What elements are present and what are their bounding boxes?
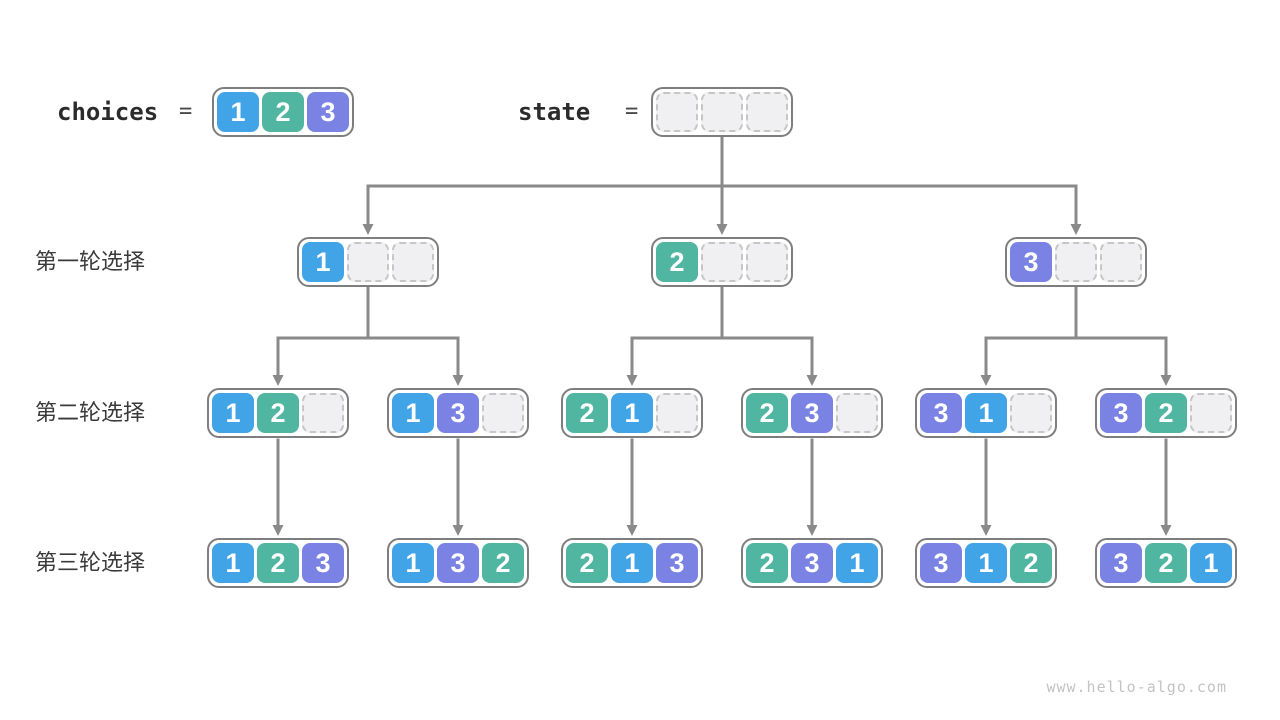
value-cell-3: 3 bbox=[1100, 393, 1142, 433]
value-cell-3: 3 bbox=[302, 543, 344, 583]
round-1-label: 第一轮选择 bbox=[35, 249, 146, 274]
empty-slot bbox=[1100, 242, 1142, 282]
round-2-label: 第二轮选择 bbox=[35, 400, 146, 425]
value-cell-1: 1 bbox=[611, 543, 653, 583]
empty-slot bbox=[836, 393, 878, 433]
value-cell-1: 1 bbox=[965, 393, 1007, 433]
empty-slot bbox=[746, 92, 788, 132]
value-cell-1: 1 bbox=[392, 543, 434, 583]
value-cell-3: 3 bbox=[1100, 543, 1142, 583]
state-box-round1-2: 2 bbox=[651, 237, 793, 287]
value-cell-1: 1 bbox=[1190, 543, 1232, 583]
value-cell-1: 1 bbox=[212, 543, 254, 583]
state-box-round1-1: 1 bbox=[297, 237, 439, 287]
state-label: state bbox=[518, 98, 591, 126]
value-cell-3: 3 bbox=[656, 543, 698, 583]
value-cell-3: 3 bbox=[437, 543, 479, 583]
choices-equals: = bbox=[179, 99, 193, 124]
state-equals: = bbox=[625, 99, 639, 124]
value-cell-1: 1 bbox=[836, 543, 878, 583]
empty-slot bbox=[347, 242, 389, 282]
value-cell-2: 2 bbox=[1010, 543, 1052, 583]
value-cell-2: 2 bbox=[1145, 543, 1187, 583]
empty-slot bbox=[1010, 393, 1052, 433]
value-cell-3: 3 bbox=[307, 92, 349, 132]
value-cell-2: 2 bbox=[566, 393, 608, 433]
empty-slot bbox=[1190, 393, 1232, 433]
value-cell-2: 2 bbox=[257, 393, 299, 433]
value-cell-3: 3 bbox=[920, 393, 962, 433]
round-3-label: 第三轮选择 bbox=[35, 550, 146, 575]
empty-slot bbox=[701, 242, 743, 282]
empty-slot bbox=[701, 92, 743, 132]
value-cell-2: 2 bbox=[1145, 393, 1187, 433]
value-cell-3: 3 bbox=[791, 393, 833, 433]
value-cell-2: 2 bbox=[257, 543, 299, 583]
value-cell-2: 2 bbox=[656, 242, 698, 282]
value-cell-2: 2 bbox=[746, 393, 788, 433]
value-cell-3: 3 bbox=[437, 393, 479, 433]
empty-slot bbox=[482, 393, 524, 433]
empty-slot bbox=[656, 393, 698, 433]
empty-slot bbox=[302, 393, 344, 433]
empty-slot bbox=[1055, 242, 1097, 282]
value-cell-3: 3 bbox=[920, 543, 962, 583]
value-cell-1: 1 bbox=[212, 393, 254, 433]
empty-slot bbox=[746, 242, 788, 282]
value-cell-2: 2 bbox=[262, 92, 304, 132]
value-cell-1: 1 bbox=[965, 543, 1007, 583]
value-cell-1: 1 bbox=[392, 393, 434, 433]
value-cell-3: 3 bbox=[791, 543, 833, 583]
value-cell-1: 1 bbox=[217, 92, 259, 132]
value-cell-1: 1 bbox=[302, 242, 344, 282]
value-cell-2: 2 bbox=[482, 543, 524, 583]
value-cell-2: 2 bbox=[566, 543, 608, 583]
value-cell-2: 2 bbox=[746, 543, 788, 583]
empty-slot bbox=[392, 242, 434, 282]
state-box-round1-3: 3 bbox=[1005, 237, 1147, 287]
empty-slot bbox=[656, 92, 698, 132]
value-cell-1: 1 bbox=[611, 393, 653, 433]
state-box-root bbox=[651, 87, 793, 137]
value-cell-3: 3 bbox=[1010, 242, 1052, 282]
watermark: www.hello-algo.com bbox=[1046, 678, 1227, 696]
choices-label: choices bbox=[57, 98, 159, 126]
